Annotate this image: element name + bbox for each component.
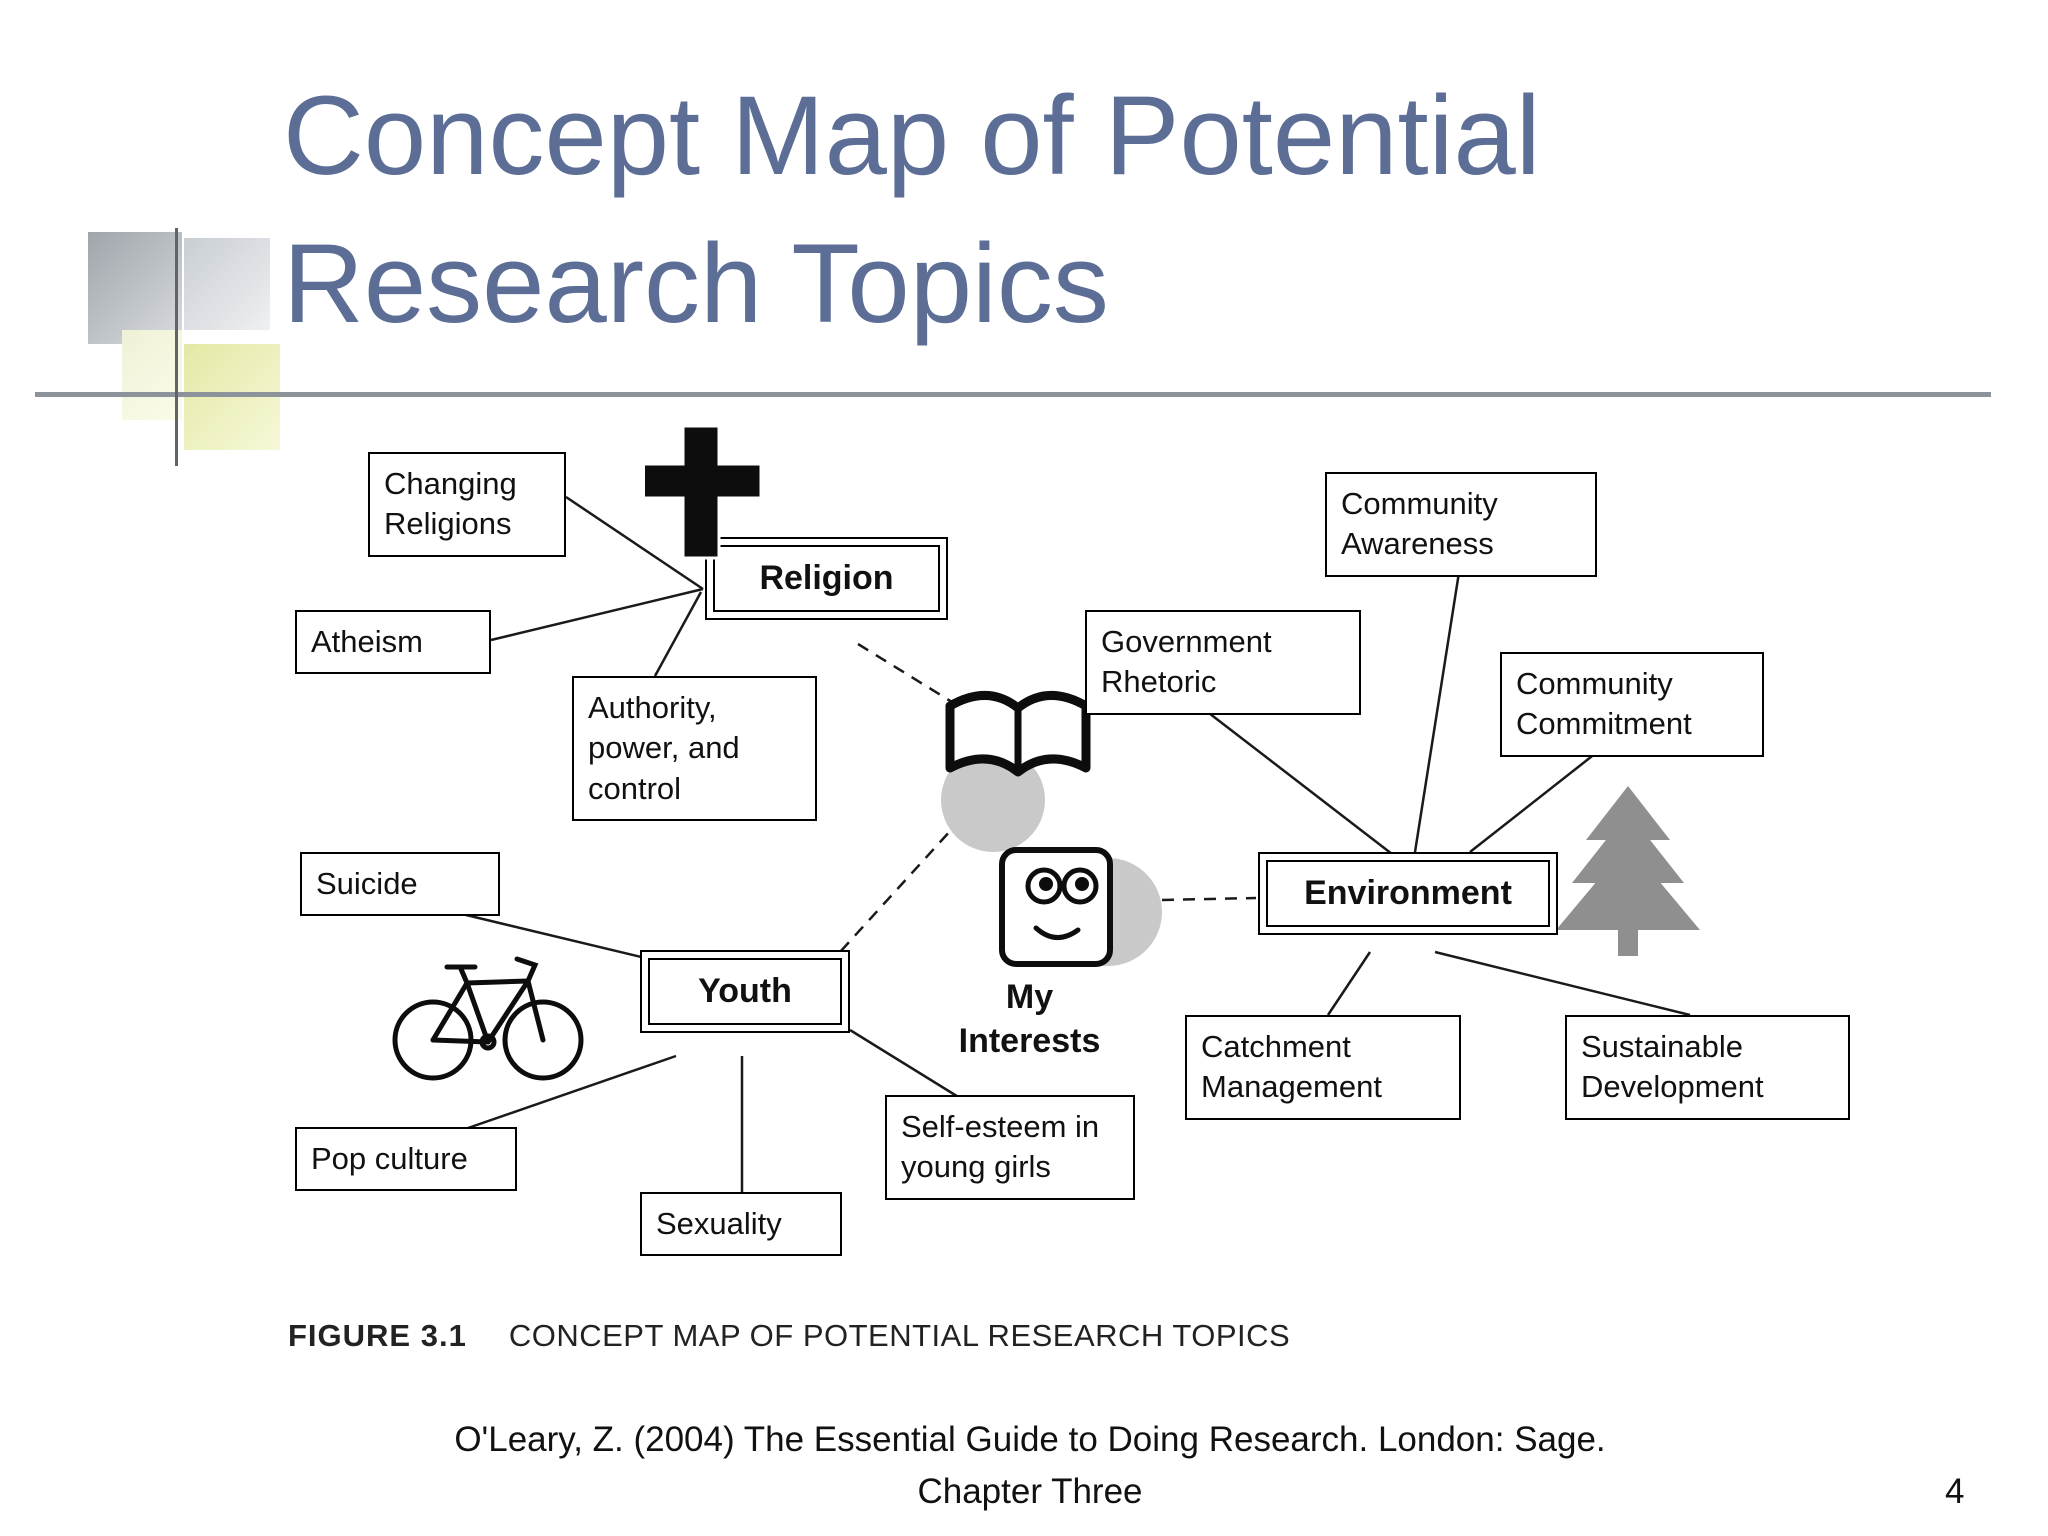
edge-hub-environment xyxy=(1161,896,1257,902)
node-authority: Authority, power, and control xyxy=(572,676,817,821)
cross-icon xyxy=(645,424,763,560)
node-sustainable-development: Sustainable Development xyxy=(1565,1015,1850,1120)
edge-hub-youth xyxy=(839,817,963,953)
hub-my-interests-label: My Interests xyxy=(958,978,1101,1061)
edge-government-rhetoric xyxy=(1204,709,1393,855)
book-icon xyxy=(941,691,1091,852)
decoration-square-silver xyxy=(184,238,270,330)
node-government-rhetoric: Government Rhetoric xyxy=(1085,610,1361,715)
node-changing-religions: Changing Religions xyxy=(368,452,566,557)
node-community-commitment: Community Commitment xyxy=(1500,652,1764,757)
node-youth-label: Youth xyxy=(648,958,842,1025)
bicycle-icon xyxy=(392,956,584,1081)
node-sexuality: Sexuality xyxy=(640,1192,842,1257)
edge-suicide xyxy=(461,912,663,964)
tree-icon xyxy=(1556,786,1700,956)
node-environment: Environment xyxy=(1258,852,1558,935)
slide-title-line2: Research Topics xyxy=(283,220,1109,346)
node-suicide: Suicide xyxy=(300,852,500,917)
solid-connectors xyxy=(461,495,1691,1192)
decoration-square-yellow xyxy=(184,344,280,450)
person-icon xyxy=(999,847,1162,967)
edge-pop-culture xyxy=(467,1054,677,1130)
edge-sustainable-development xyxy=(1434,950,1691,1017)
edge-catchment-management xyxy=(1326,951,1372,1016)
edge-authority xyxy=(653,591,703,677)
figure-caption-label: FIGURE 3.1 xyxy=(288,1318,467,1353)
edge-community-awareness xyxy=(1413,565,1462,853)
decoration-vertical-line xyxy=(175,228,178,466)
node-pop-culture: Pop culture xyxy=(295,1127,517,1192)
slide-title: Concept Map of Potential Research Topics xyxy=(283,62,1541,358)
node-environment-label: Environment xyxy=(1266,860,1550,927)
node-community-awareness: Community Awareness xyxy=(1325,472,1597,577)
figure-caption: FIGURE 3.1 CONCEPT MAP OF POTENTIAL RESEA… xyxy=(288,1318,1290,1354)
edge-self-esteem xyxy=(849,1028,961,1100)
edge-hub-religion xyxy=(857,642,953,704)
page-number: 4 xyxy=(1945,1472,1965,1511)
slide-title-line1: Concept Map of Potential xyxy=(283,73,1541,198)
figure-caption-text: CONCEPT MAP OF POTENTIAL RESEARCH TOPICS xyxy=(508,1318,1291,1353)
edge-atheism xyxy=(490,587,704,642)
edge-community-commitment xyxy=(1469,741,1611,853)
node-self-esteem: Self-esteem in young girls xyxy=(885,1095,1135,1200)
node-religion: Religion xyxy=(705,537,948,620)
decoration-square-cream xyxy=(122,330,182,420)
node-youth: Youth xyxy=(640,950,850,1033)
node-catchment-management: Catchment Management xyxy=(1185,1015,1461,1120)
footer-citation: O'Leary, Z. (2004) The Essential Guide t… xyxy=(454,1420,1606,1459)
footer-chapter: Chapter Three xyxy=(917,1472,1143,1511)
decoration-square-gray xyxy=(88,232,182,344)
title-rule xyxy=(35,392,1991,397)
edge-changing-religions xyxy=(565,495,704,591)
node-atheism: Atheism xyxy=(295,610,491,675)
node-religion-label: Religion xyxy=(713,545,940,612)
